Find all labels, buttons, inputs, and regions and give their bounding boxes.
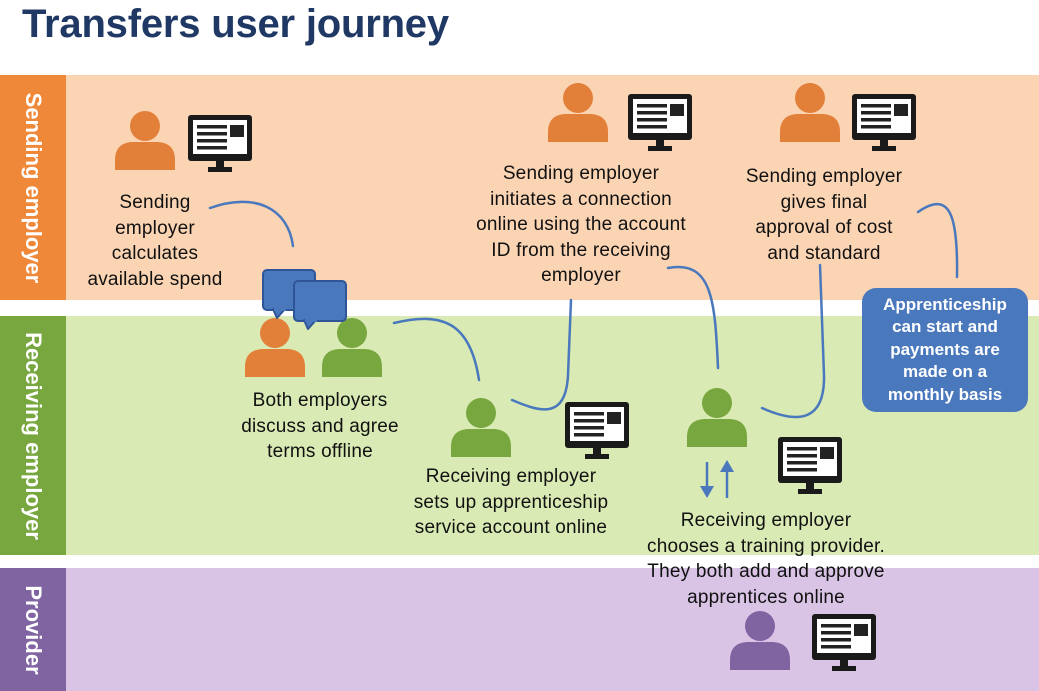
step-setup-text: Receiving employer sets up apprenticeshi… bbox=[396, 464, 626, 541]
text-line: approval of cost bbox=[755, 217, 893, 238]
text-line: ID from the receiving bbox=[491, 239, 671, 261]
computer-icon bbox=[565, 402, 629, 459]
person-icon bbox=[245, 318, 305, 377]
person-icon bbox=[451, 398, 511, 457]
text-line: discuss and agree bbox=[241, 415, 399, 437]
step-connect-text: Sending employer initiates a connection … bbox=[455, 161, 707, 289]
text-line: Both employers bbox=[252, 390, 388, 411]
text-line: Sending bbox=[119, 192, 191, 213]
text-line: online using the account bbox=[476, 214, 686, 235]
step-approve-text: Sending employer gives final approval of… bbox=[732, 164, 916, 266]
text-line: They both add and approve bbox=[647, 561, 885, 582]
lane-provider: Provider bbox=[0, 568, 1039, 691]
up-down-arrows-icon bbox=[700, 460, 734, 498]
connector-lines bbox=[208, 200, 959, 419]
text-line: service account online bbox=[414, 517, 608, 538]
step-calculate-text: Sending employer calculates available sp… bbox=[78, 190, 232, 292]
computer-icon bbox=[852, 94, 916, 151]
lane-provider-label-box: Provider bbox=[0, 568, 66, 691]
lane-receiving: Receiving employer bbox=[0, 316, 1039, 555]
text-line: apprentices online bbox=[687, 586, 845, 608]
speech-bubble-icon bbox=[293, 280, 347, 330]
text-line: Sending employer bbox=[745, 166, 903, 187]
callout-line: monthly basis bbox=[887, 384, 1003, 404]
text-line: available spend bbox=[87, 268, 223, 290]
lane-provider-body bbox=[66, 568, 1039, 691]
callout-line: can start and bbox=[892, 317, 998, 337]
text-line: gives final bbox=[780, 191, 868, 213]
person-icon bbox=[548, 83, 608, 142]
text-line: terms offline bbox=[267, 441, 373, 462]
computer-icon bbox=[628, 94, 692, 151]
text-line: sets up apprenticeship bbox=[413, 491, 609, 513]
text-line: initiates a connection bbox=[490, 188, 672, 210]
apprenticeship-start-callout: Apprenticeship can start and payments ar… bbox=[862, 288, 1028, 412]
computer-icon bbox=[778, 437, 842, 494]
page-title: Transfers user journey bbox=[22, 2, 449, 46]
text-line: chooses a training provider. bbox=[647, 535, 885, 557]
person-icon bbox=[687, 388, 747, 447]
computer-icon bbox=[812, 614, 876, 671]
lane-sending-label-box: Sending employer bbox=[0, 75, 66, 300]
person-icon bbox=[115, 111, 175, 170]
text-line: employer bbox=[115, 217, 195, 239]
person-icon bbox=[780, 83, 840, 142]
step-discuss-text: Both employers discuss and agree terms o… bbox=[220, 388, 420, 465]
text-line: employer bbox=[541, 265, 621, 286]
person-icon bbox=[322, 318, 382, 377]
text-line: calculates bbox=[111, 243, 199, 264]
callout-line: made on a bbox=[902, 362, 988, 382]
person-icon bbox=[730, 611, 790, 670]
text-line: Sending employer bbox=[502, 163, 660, 184]
callout-line: Apprenticeship bbox=[883, 294, 1007, 314]
text-line: Receiving employer bbox=[425, 466, 597, 487]
step-provider-text: Receiving employer chooses a training pr… bbox=[622, 508, 910, 610]
text-line: Receiving employer bbox=[680, 510, 852, 531]
text-line: and standard bbox=[767, 242, 881, 264]
computer-icon bbox=[188, 115, 252, 172]
lane-receiving-label-box: Receiving employer bbox=[0, 316, 66, 555]
callout-line: payments are bbox=[890, 339, 1000, 359]
